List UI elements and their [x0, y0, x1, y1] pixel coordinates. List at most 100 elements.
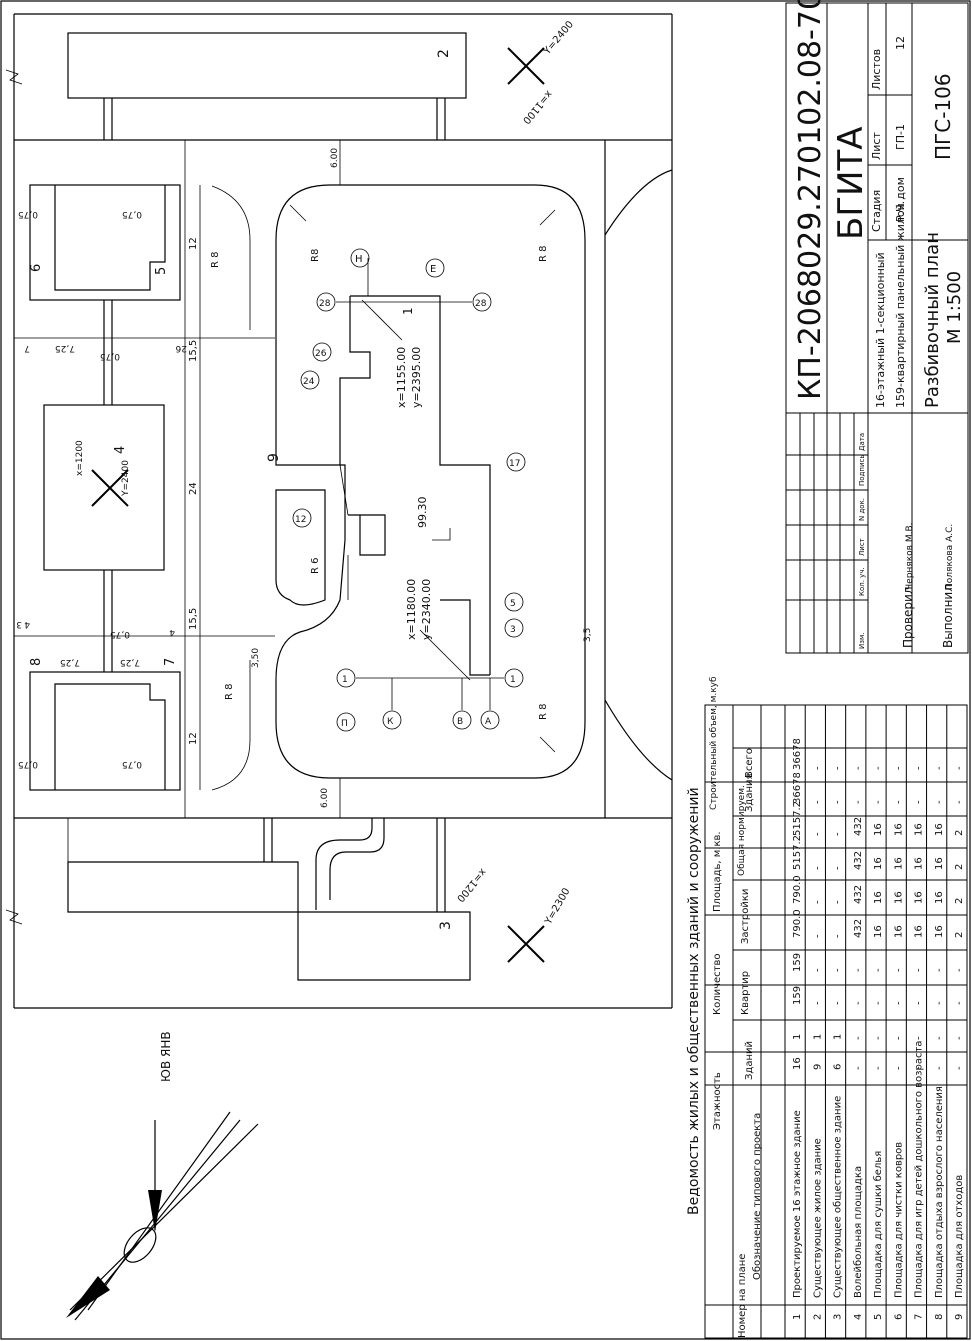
cell-sb: 790.0: [792, 909, 803, 938]
radius-2: R 8: [538, 246, 549, 263]
svg-text:Н: Н: [355, 254, 363, 265]
table-row: 8 Площадка отдыха взрослого населения - - - -…: [934, 766, 945, 1320]
label-building-3: 3: [438, 921, 454, 930]
cell-va: 36678: [792, 738, 803, 770]
cell-n: 4: [853, 1314, 864, 1320]
label-building-5: 5: [154, 267, 169, 275]
cell-ab: -: [873, 1001, 884, 1005]
cell-sa: 16: [934, 891, 945, 904]
stamp-project-1: 16-этажный 1-секционный: [874, 252, 887, 408]
svg-text:0,75: 0,75: [110, 629, 130, 639]
cell-fl: -: [954, 1066, 965, 1070]
label-building-9: 9: [266, 453, 282, 462]
cell-name: Площадка для сушки белья: [873, 1151, 884, 1298]
stamp-sheet-title: Разбивочный план: [922, 232, 943, 408]
stamp-col-header: N док.: [858, 498, 866, 521]
label-building-7: 7: [163, 658, 178, 666]
svg-text:3: 3: [16, 619, 22, 629]
cell-ta: 5157.2: [792, 801, 803, 836]
svg-text:7,25: 7,25: [120, 657, 140, 667]
cell-fl: -: [934, 1066, 945, 1070]
cell-sb: 16: [934, 925, 945, 938]
gap-left: 3,50: [251, 648, 261, 668]
cell-vb: -: [934, 800, 945, 804]
building-2: [67, 32, 467, 99]
cell-sa: 2: [954, 898, 965, 904]
svg-text:К: К: [387, 717, 394, 727]
svg-text:7: 7: [24, 343, 30, 353]
cell-ta: -: [812, 832, 823, 836]
cell-sb: 432: [853, 919, 864, 938]
geo4-x: x=1200: [75, 440, 85, 476]
geo4-y: Y=2400: [121, 460, 131, 497]
stamp-made-label: Выполнил: [941, 584, 955, 648]
wind-label: ЮВ ЯНВ: [159, 1031, 173, 1082]
building-1-outline: [350, 295, 491, 675]
cell-sa: 16: [873, 891, 884, 904]
cell-ab: 159: [792, 986, 803, 1005]
cell-aa: -: [934, 968, 945, 972]
svg-text:5: 5: [510, 599, 516, 609]
cell-name: Проектируемое 16 этажное здание: [792, 1110, 803, 1298]
cell-va: -: [812, 766, 823, 770]
cell-n: 8: [934, 1314, 945, 1320]
cell-n: 7: [914, 1314, 925, 1320]
svg-text:24: 24: [188, 482, 199, 495]
th-all: Всего: [744, 748, 755, 778]
cell-ab: -: [893, 1001, 904, 1005]
elevation-mark: 99.30: [416, 497, 429, 529]
building-5-6: [29, 184, 181, 301]
axis-bubbles: Н Е 28 28 26 24 17 12 5 3 1 1 П К В А: [292, 248, 526, 732]
cell-n: 2: [812, 1314, 823, 1320]
cell-va: -: [873, 766, 884, 770]
building-4: [43, 404, 165, 571]
th-apartments: Квартир: [740, 971, 751, 1015]
cell-aa: 159: [792, 953, 803, 972]
cell-ab: -: [954, 1001, 965, 1005]
th-building: Здания: [744, 773, 755, 812]
cell-n: 3: [833, 1314, 844, 1320]
cell-n: 6: [893, 1314, 904, 1320]
cell-va: -: [934, 766, 945, 770]
th-count: Количество: [712, 953, 723, 1015]
stamp-col-header: Подпись: [858, 455, 866, 487]
cell-ta: -: [833, 832, 844, 836]
svg-text:1: 1: [510, 675, 516, 685]
wind-rose: ЮВ ЯНВ: [66, 1031, 259, 1321]
cell-sa: 790.0: [792, 875, 803, 904]
svg-text:26: 26: [315, 349, 327, 359]
cell-name: Площадка для отходов: [954, 1175, 965, 1298]
cell-tb: 16: [934, 857, 945, 870]
cell-tb: 432: [853, 851, 864, 870]
cell-sa: -: [833, 900, 844, 904]
radius-3: R 8: [538, 704, 549, 721]
cell-sa: 432: [853, 885, 864, 904]
cell-sb: 2: [954, 932, 965, 938]
svg-text:1: 1: [342, 675, 348, 685]
cell-ab: -: [934, 1001, 945, 1005]
coord-y1: y=2395.00: [410, 347, 423, 408]
cell-vb: -: [812, 800, 823, 804]
building-9-area: [275, 489, 326, 606]
cell-b: 1: [792, 1034, 803, 1040]
cell-aa: -: [853, 968, 864, 972]
cell-sa: -: [812, 900, 823, 904]
cell-sb: -: [833, 934, 844, 938]
label-building-2: 2: [436, 49, 452, 58]
svg-text:0,75: 0,75: [100, 351, 120, 361]
th-buildings: Зданий: [744, 1041, 755, 1080]
cell-name: Волейбольная площадка: [853, 1166, 864, 1298]
cell-name: Существующее жилое здание: [812, 1138, 823, 1298]
cell-name: Площадка отдыха взрослого населения: [934, 1086, 945, 1298]
label-building-4: 4: [113, 446, 128, 454]
cell-tb: -: [833, 866, 844, 870]
svg-text:0,75: 0,75: [122, 209, 142, 219]
stamp-sheet: ГП-1: [894, 124, 907, 150]
cell-b: -: [954, 1036, 965, 1040]
cell-ta: 2: [954, 830, 965, 836]
th-volume: Строительный объем, м.куб: [709, 676, 719, 810]
gap-right: 3,5: [583, 628, 593, 642]
